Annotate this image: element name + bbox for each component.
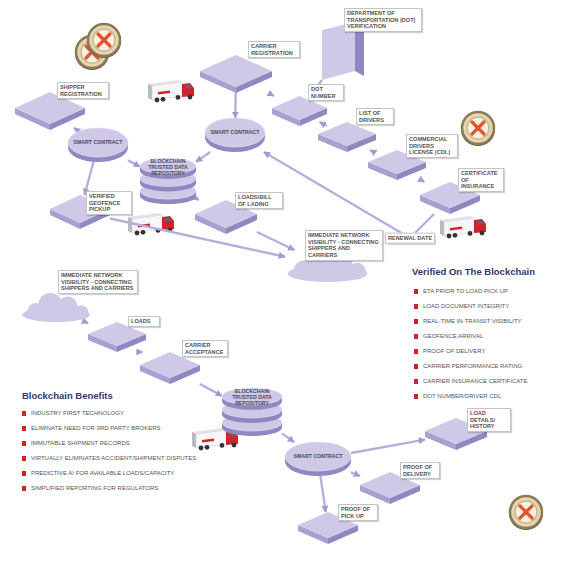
flow-arrow [110, 219, 285, 257]
node-outline [20, 294, 92, 322]
node-label: LOADS/BILL OF LADING [235, 192, 283, 209]
node-label: PROOF OF PICK UP [338, 504, 378, 521]
cloud-puff [74, 305, 89, 320]
process-tile: LOADS [88, 322, 146, 352]
node-label: CERTIFICATE OF INSURANCE [458, 168, 504, 192]
network-cloud: IMMEDIATE NETWORK VISIBILITY - CONNECTIN… [20, 294, 92, 322]
list-item: DOT NUMBER/DRIVER CDL [414, 393, 501, 399]
flow-arrow [282, 433, 294, 442]
network-cloud: IMMEDIATE NETWORK VISIBILITY - CONNECTIN… [285, 250, 370, 282]
list-item: PREDICTIVE AI FOR AVAILABLE LOADS/CAPACI… [22, 470, 174, 476]
node-outline [200, 55, 272, 93]
node-label: LOADS [128, 316, 160, 327]
list-item: ELIMINATE NEED FOR 3RD PARTY BROKERS [22, 425, 161, 431]
list-heading: Verified On The Blockchain [412, 266, 535, 277]
process-tile: LIST OF DRIVERS [318, 122, 376, 152]
flow-arrow [85, 322, 88, 323]
node-label: CARRIER REGISTRATION [248, 41, 300, 58]
flow-arrow [74, 128, 77, 130]
disc-top [285, 442, 351, 471]
flow-arrow [234, 93, 237, 118]
list-item: VIRTUALLY ELIMINATES ACCIDENT/SHIPMENT D… [22, 455, 196, 461]
list-item: CARRIER PERFORMANCE RATING [414, 363, 522, 369]
list-heading: Blockchain Benefits [22, 390, 113, 401]
coin [87, 24, 121, 58]
disc-top [68, 128, 128, 157]
process-tile: SHIPPER REGISTRATION [15, 92, 85, 130]
list-item: CARRIER INSURANCE CERTIFICATE [414, 378, 527, 384]
disc-top [205, 118, 265, 147]
flow-arrow [196, 198, 199, 200]
flow-arrow [351, 440, 425, 453]
truck [440, 216, 486, 238]
flow-arrow [196, 152, 210, 162]
list-item: INDUSTRY FIRST TECHNOLOGY [22, 410, 124, 416]
edge-label: RENEWAL DATE [385, 233, 435, 244]
list-item: GEOFENCE ARRIVAL [414, 333, 483, 339]
process-tile: DOT NUMBER [272, 96, 327, 126]
smart-contract-disc: SMART CONTRACT [285, 442, 351, 476]
list-item: IMMUTABLE SHIPMENT RECORDS [22, 440, 130, 446]
node-label: COMMERCIAL DRIVERS LICENSE (CDL) [406, 134, 458, 158]
truck [148, 80, 194, 102]
process-tile: LOAD DETAILS/ HISTORY [425, 418, 487, 450]
node-text: SMART CONTRACT [208, 118, 262, 147]
node-text: BLOCKCHAIN TRUSTED DATA REPOSITORY [225, 388, 279, 408]
node-outline [68, 128, 128, 162]
tile-top [318, 122, 376, 146]
flow-arrow [370, 150, 374, 152]
flow-arrow [269, 93, 274, 96]
data-repository: BLOCKCHAIN TRUSTED DATA REPOSITORY [140, 158, 196, 204]
cloud-puff [349, 263, 366, 280]
node-label: PROOF OF DELIVERY [400, 462, 440, 479]
smart-contract-disc: SMART CONTRACT [205, 118, 265, 152]
node-label: IMMEDIATE NETWORK VISIBILITY - CONNECTIN… [305, 230, 383, 261]
process-tile: LOADS/BILL OF LADING [195, 200, 257, 234]
node-outline [205, 118, 265, 152]
list-item: PROOF OF DELIVERY [414, 348, 486, 354]
node-text: BLOCKCHAIN TRUSTED DATA REPOSITORY [143, 158, 193, 177]
flow-arrow [320, 476, 325, 512]
flow-arrow [200, 384, 222, 396]
flow-arrow [320, 122, 327, 126]
node-label: DEPARTMENT OF TRANSPORTATION (DOT) VERIF… [344, 8, 422, 32]
list-item: LOAD DOCUMENT INTEGRITY [414, 303, 509, 309]
tile-top [200, 55, 272, 87]
coin [509, 496, 543, 530]
process-tile: COMMERCIAL DRIVERS LICENSE (CDL) [368, 150, 426, 180]
list-item: SIMPLIFIED REPORTING FOR REGULATORS [22, 485, 158, 491]
flow-arrow [257, 232, 294, 250]
node-outline [318, 122, 376, 152]
node-label: LOAD DETAILS/ HISTORY [467, 408, 511, 432]
node-label: SHIPPER REGISTRATION [57, 82, 109, 99]
flow-arrow [128, 160, 140, 166]
node-text: SMART CONTRACT [71, 128, 125, 157]
verification-panel: DEPARTMENT OF TRANSPORTATION (DOT) VERIF… [322, 22, 364, 80]
flow-arrow [421, 180, 424, 182]
node-label: IMMEDIATE NETWORK VISIBILITY - CONNECTIN… [58, 270, 138, 294]
process-tile: CERTIFICATE OF INSURANCE [420, 182, 480, 214]
process-tile: PROOF OF PICK UP [298, 512, 358, 544]
process-tile: CARRIER ACCEPTANCE [140, 352, 200, 384]
node-label: DOT NUMBER [308, 84, 344, 101]
process-tile: CARRIER REGISTRATION [200, 55, 272, 93]
list-item: REAL-TIME IN-TRANSIT VISIBILITY [414, 318, 522, 324]
data-repository: BLOCKCHAIN TRUSTED DATA REPOSITORY [222, 388, 282, 436]
smart-contract-disc: SMART CONTRACT [68, 128, 128, 162]
node-outline [285, 442, 351, 476]
coin [461, 112, 495, 146]
flow-arrow [351, 472, 360, 476]
node-label: LIST OF DRIVERS [356, 108, 394, 125]
node-text: SMART CONTRACT [288, 442, 348, 471]
list-item: ETA PRIOR TO LOAD PICK UP [414, 288, 508, 294]
node-label: CARRIER ACCEPTANCE [182, 340, 228, 357]
process-tile: PROOF OF DELIVERY [360, 472, 420, 504]
node-label: VERIFIED GEOFENCE PICKUP [86, 191, 132, 215]
process-tile: VERIFIED GEOFENCE PICKUP [50, 195, 110, 229]
